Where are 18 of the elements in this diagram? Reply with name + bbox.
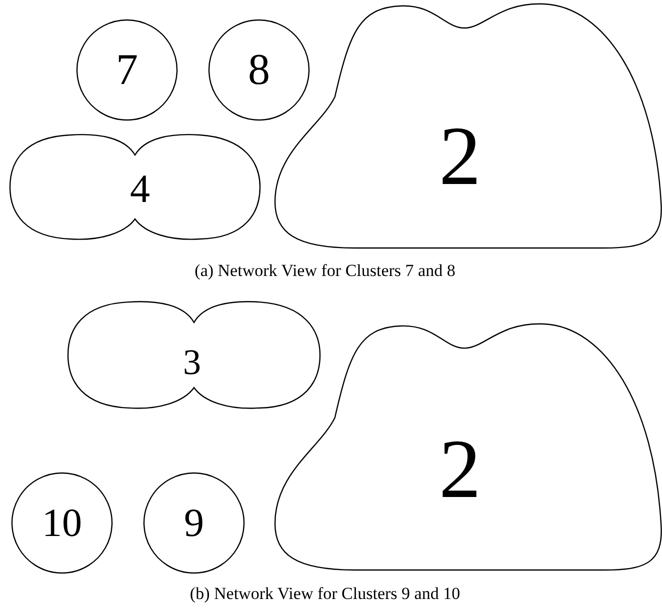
cluster-number: 8: [248, 48, 270, 92]
cluster-circle: [144, 473, 244, 573]
cluster-circle: [77, 20, 177, 120]
cluster-number: 4: [130, 169, 150, 209]
cluster-blob: [275, 322, 661, 570]
cluster-blob: [275, 2, 661, 248]
cluster-number: 9: [184, 503, 204, 543]
cluster-number: 7: [116, 48, 138, 92]
figure-caption: (a) Network View for Clusters 7 and 8: [194, 261, 456, 281]
cluster-number: 2: [439, 115, 481, 199]
cluster-number: 2: [439, 428, 481, 512]
cluster-circle: [12, 473, 112, 573]
cluster-number: 3: [183, 344, 201, 380]
figure-caption: (b) Network View for Clusters 9 and 10: [190, 584, 460, 604]
cluster-number: 10: [42, 503, 82, 543]
cluster-blob: [10, 133, 260, 241]
cluster-circle: [209, 20, 309, 120]
cluster-blob: [68, 300, 320, 410]
